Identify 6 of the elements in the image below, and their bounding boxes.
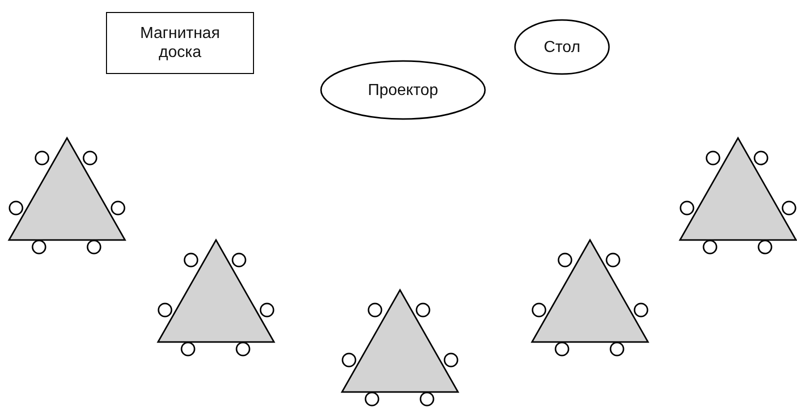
whiteboard-box [106,12,254,74]
node-label: Стол [544,38,580,56]
table-ellipse [514,19,610,75]
projector-ellipse [320,60,486,120]
node-label: Магнитная доска [139,24,221,62]
node-label: Проектор [368,80,438,100]
